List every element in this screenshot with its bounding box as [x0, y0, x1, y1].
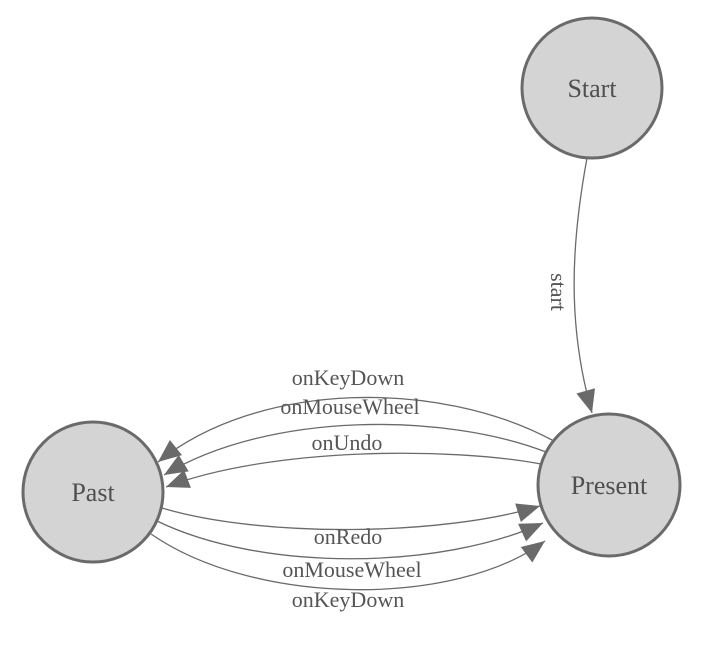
- edge-present-to-past-onundo: [165, 452, 542, 488]
- edge-label-onkeydown-bottom: onKeyDown: [292, 587, 404, 612]
- edge-present-to-past-onmousewheel: [163, 423, 547, 476]
- state-circle-past: [21, 420, 165, 564]
- state-circle-start: [520, 16, 664, 160]
- edge-past-to-present-onkeydown: [150, 533, 546, 591]
- state-label-present: Present: [571, 471, 648, 500]
- state-circle-present: [536, 412, 682, 558]
- state-node-start: Start: [520, 16, 664, 160]
- edge-label-onundo: onUndo: [312, 430, 383, 455]
- edge-label-onredo: onRedo: [314, 524, 382, 549]
- edge-start-to-present: [573, 157, 596, 414]
- edge-label-onkeydown-top: onKeyDown: [292, 365, 404, 390]
- edge-label-start: start: [546, 273, 571, 311]
- state-node-present: Present: [536, 412, 682, 558]
- state-node-past: Past: [21, 420, 165, 564]
- edge-label-onmousewheel-bottom: onMouseWheel: [282, 557, 421, 582]
- edge-past-to-present-onredo: [161, 503, 541, 531]
- edge-present-to-past-onkeydown: [157, 396, 553, 463]
- edge-label-onmousewheel-top: onMouseWheel: [280, 394, 419, 419]
- state-label-past: Past: [71, 478, 115, 507]
- state-label-start: Start: [567, 74, 617, 103]
- edge-past-to-present-onmousewheel: [156, 520, 544, 560]
